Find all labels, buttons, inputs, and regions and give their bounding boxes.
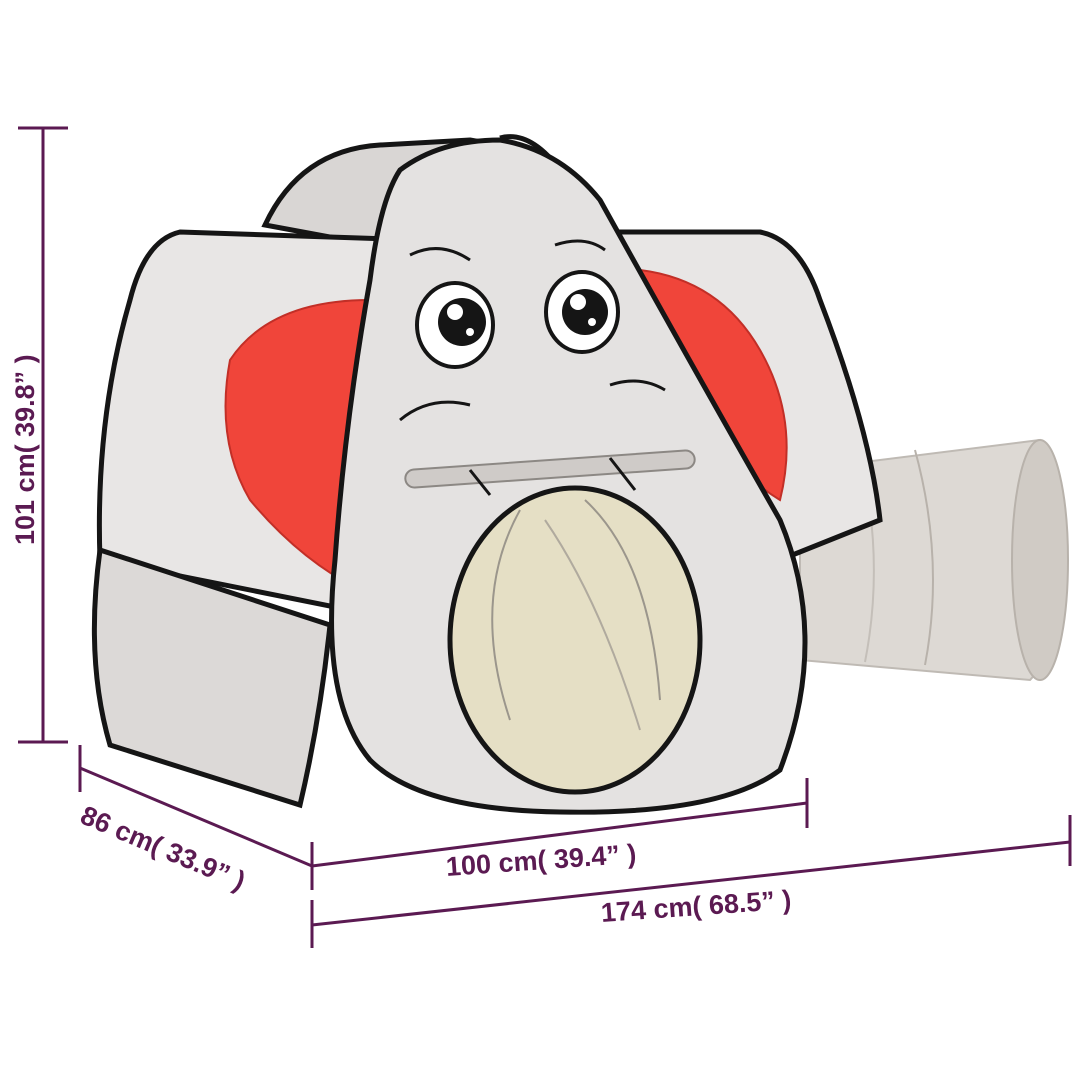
- door-rod: [404, 449, 696, 496]
- right-eye: [544, 270, 620, 354]
- elephant-head-panel: [329, 137, 808, 815]
- left-eye: [415, 281, 495, 369]
- door-opening: [447, 485, 703, 795]
- dimension-lines: [18, 126, 1072, 948]
- height-dimension-label: 101 cm( 39.8” ): [10, 354, 40, 545]
- front-pocket-panel: [91, 546, 333, 809]
